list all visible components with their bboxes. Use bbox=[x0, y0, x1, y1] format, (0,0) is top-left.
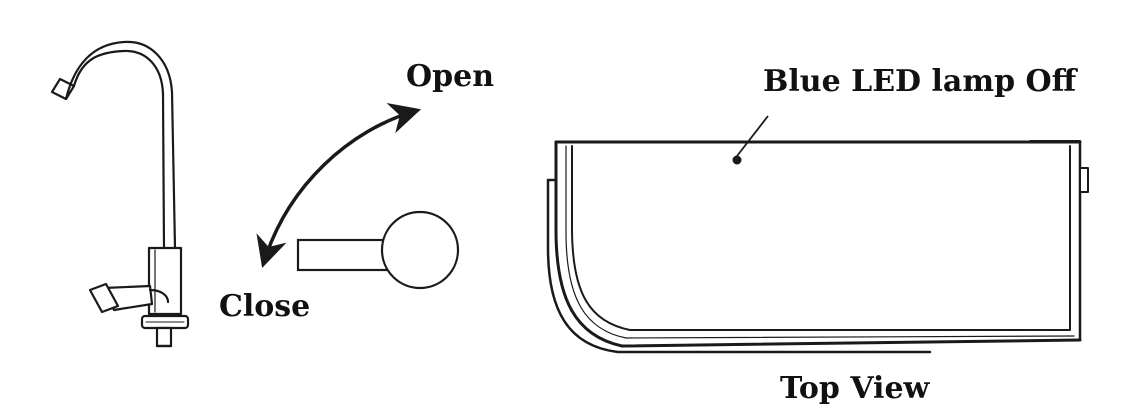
double-headed-curved-arrow-icon bbox=[256, 102, 422, 269]
open-label: Open bbox=[406, 59, 495, 94]
led-leader-line bbox=[736, 115, 769, 157]
lever-handle-icon bbox=[296, 210, 460, 290]
led-dot-icon bbox=[732, 155, 742, 165]
filter-unit-top-view-icon bbox=[546, 140, 1089, 354]
top-view-label: Top View bbox=[780, 371, 930, 406]
led-off-label: Blue LED lamp Off bbox=[763, 64, 1077, 99]
faucet-icon bbox=[50, 40, 190, 348]
close-label: Close bbox=[219, 289, 311, 324]
